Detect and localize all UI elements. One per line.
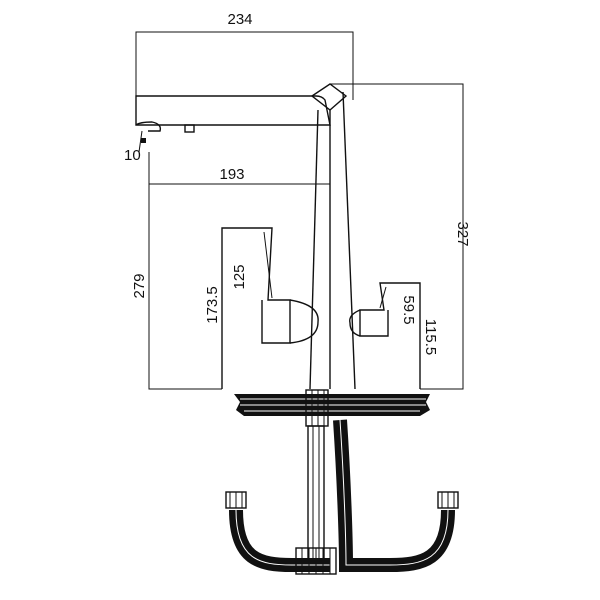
dim-overall-width: 234	[227, 11, 252, 28]
spout	[135, 95, 331, 153]
dim-spout-reach: 193	[219, 166, 244, 183]
dim-right-lever-total: 115.5	[422, 319, 439, 355]
faucet-body	[309, 83, 356, 390]
dim-left-lever-total: 173.5	[204, 286, 221, 324]
dim-spout-height: 279	[131, 273, 148, 298]
overall-height-frame	[330, 83, 464, 390]
dim-right-lever-body: 59.5	[400, 295, 417, 324]
threaded-shank	[305, 389, 329, 567]
left-hose	[225, 491, 330, 572]
dim-overall-height: 327	[454, 221, 471, 246]
hose-fitting	[295, 547, 337, 575]
right-lever-handle	[349, 282, 421, 389]
dim-left-lever-body: 125	[231, 264, 248, 289]
overall-width-frame	[135, 31, 354, 100]
left-lever-handle	[221, 227, 319, 389]
right-hose	[333, 419, 459, 572]
base-gasket	[234, 394, 430, 416]
dim-spout-outlet: 10	[124, 147, 141, 164]
